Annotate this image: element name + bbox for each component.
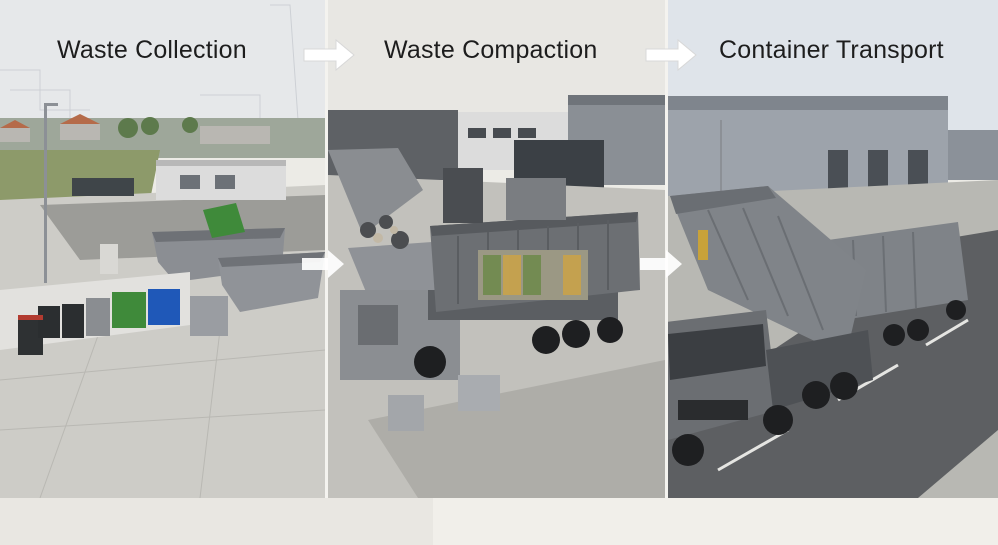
stage-title-transport: Container Transport (719, 36, 944, 64)
panel-divider (665, 0, 668, 498)
panel-divider (325, 0, 328, 498)
stage-title-collection: Waste Collection (57, 36, 247, 64)
right-arrow-icon (302, 250, 344, 278)
right-arrow-icon (640, 250, 682, 278)
container-transport-panel (668, 0, 998, 498)
right-arrow-icon (645, 38, 697, 72)
container-transport-scene (668, 0, 998, 498)
waste-collection-scene (0, 0, 325, 498)
waste-compaction-scene (328, 0, 665, 498)
waste-collection-panel (0, 0, 325, 498)
footer-band (0, 498, 998, 545)
footer-light-block (433, 498, 998, 545)
right-arrow-icon (303, 38, 355, 72)
waste-compaction-panel (328, 0, 665, 498)
stage-title-compaction: Waste Compaction (384, 36, 598, 64)
